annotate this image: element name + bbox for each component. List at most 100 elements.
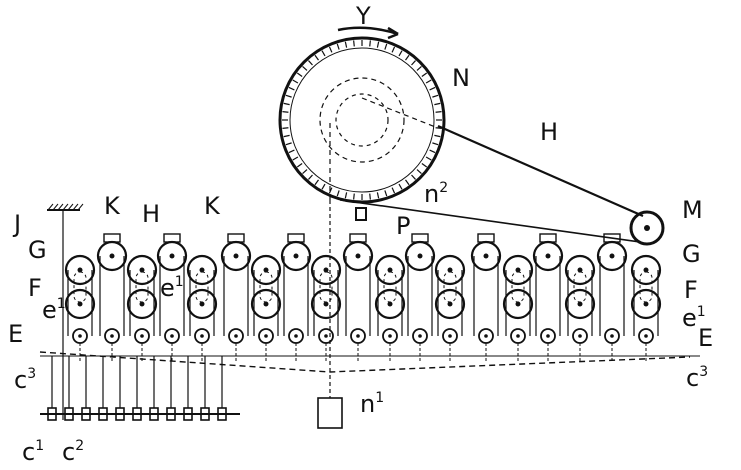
dial-tick: [308, 60, 313, 66]
roller-hub: [264, 334, 268, 338]
dial-tick: [416, 66, 422, 71]
dial-tick: [283, 134, 290, 138]
label-c3-left: c3: [14, 366, 36, 394]
dial-tick: [391, 187, 396, 194]
label-n1: n1: [360, 390, 384, 418]
roller-hub: [387, 301, 393, 307]
roller-hub: [545, 253, 551, 259]
dial-tick: [429, 86, 436, 91]
roller-f: [186, 288, 218, 320]
dial-n: [278, 36, 446, 221]
bracket-hatching: [47, 203, 84, 211]
dashed-spoke: [361, 97, 439, 129]
rotation-arrowhead: [387, 26, 399, 40]
belt-return: [339, 199, 641, 243]
label-e1-mid: e1: [160, 274, 184, 302]
roller-hub: [515, 267, 521, 273]
label-p: P: [396, 212, 410, 240]
hatch-line: [57, 203, 64, 211]
roller-hub: [323, 301, 329, 307]
roller-hub: [78, 334, 82, 338]
dial-tick: [391, 46, 396, 53]
roller-g: [404, 240, 436, 272]
roller-f: [564, 288, 596, 320]
dial-tick: [321, 50, 326, 57]
label-h-right: H: [540, 118, 558, 146]
label-e-left: E: [8, 320, 23, 348]
roller-hub: [448, 334, 452, 338]
dial-tick: [328, 46, 333, 53]
roller-hub: [609, 253, 615, 259]
dial-tick: [292, 156, 299, 161]
roller-g: [374, 254, 406, 286]
roller-g: [532, 240, 564, 272]
roller-train: [64, 233, 662, 362]
rotation-arrow: [337, 26, 399, 36]
roller-link: [319, 271, 333, 303]
dial-tick: [302, 169, 308, 174]
dial-tick: [429, 149, 436, 154]
dial-tick: [344, 192, 348, 199]
roller-hub: [644, 334, 648, 338]
label-k-left: K: [104, 192, 121, 220]
roller-g: [220, 240, 252, 272]
roller-hub: [77, 267, 83, 273]
hatch-line: [62, 203, 69, 211]
roller-link: [259, 271, 273, 303]
dial-tick: [282, 111, 289, 113]
roller-hub: [139, 267, 145, 273]
roller-hub: [356, 334, 360, 338]
inner-dashed-circle: [319, 77, 405, 163]
roller-hub: [110, 334, 114, 338]
roller-f: [250, 288, 282, 320]
bearing-k: [103, 233, 121, 243]
roller-hub: [169, 253, 175, 259]
label-y: Y: [355, 2, 371, 30]
roller-hub: [516, 334, 520, 338]
roller-hub: [263, 267, 269, 273]
roller-hub: [417, 253, 423, 259]
roller-g: [630, 254, 662, 286]
dial-tick: [292, 79, 299, 84]
roller-hub: [387, 267, 393, 273]
roller-g: [280, 240, 312, 272]
dial-tick: [296, 72, 303, 77]
dial-tick: [411, 60, 416, 66]
hatch-line: [72, 203, 79, 211]
comb-c2: [47, 356, 227, 421]
dial-tick: [421, 72, 428, 77]
dial-tick: [425, 156, 432, 161]
dial-ticks: [282, 40, 442, 200]
roller-hub: [546, 334, 550, 338]
pulley-m-hub: [644, 225, 650, 231]
dial-tick: [405, 179, 410, 186]
label-n: N: [452, 64, 470, 92]
roller-hub: [77, 301, 83, 307]
hatch-line: [52, 203, 59, 211]
dial-tick: [336, 190, 340, 197]
roller-g: [64, 254, 96, 286]
roller-hub: [447, 301, 453, 307]
dial-tick: [282, 127, 289, 129]
hub-dashed-circle: [335, 93, 389, 147]
roller-hub: [643, 301, 649, 307]
label-j: J: [12, 210, 21, 238]
roller-hub: [263, 301, 269, 307]
dial-tick: [283, 102, 290, 106]
dial-tick: [314, 179, 319, 186]
dial-tick: [384, 190, 388, 197]
roller-link: [573, 271, 587, 303]
roller-hub: [577, 301, 583, 307]
roller-f: [630, 288, 662, 320]
dial-tick: [344, 41, 348, 48]
dial-tick: [285, 142, 292, 146]
roller-hub: [200, 334, 204, 338]
dial-tick: [425, 79, 432, 84]
dial-tick: [434, 102, 441, 106]
dial-tick: [432, 142, 439, 146]
roller-hub: [643, 267, 649, 273]
roller-hub: [109, 253, 115, 259]
roller-g: [250, 254, 282, 286]
roller-hub: [140, 334, 144, 338]
